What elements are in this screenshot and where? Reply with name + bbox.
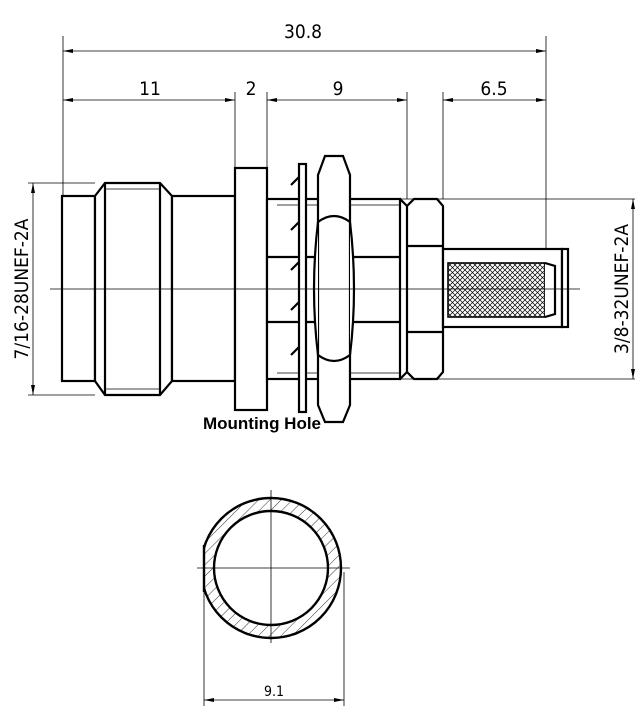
dim-overall-length: 30.8 — [284, 21, 322, 43]
connector-body — [50, 154, 580, 424]
cable-braid — [447, 262, 546, 318]
dimension-lines — [31, 49, 635, 395]
lock-washer — [297, 162, 308, 414]
mounting-hole — [197, 490, 350, 706]
left-thread-label: 7/16-28UNEF-2A — [11, 218, 33, 359]
dim-segment-3: 9 — [333, 78, 344, 100]
dim-segment-2: 2 — [246, 78, 257, 100]
section-title: Mounting Hole — [203, 414, 321, 433]
right-thread-label: 3/8-32UNEF-2A — [611, 224, 633, 354]
extension-lines — [28, 36, 635, 396]
dim-segment-4: 6.5 — [480, 78, 507, 100]
dim-segment-1: 11 — [139, 78, 161, 100]
dim-hole-width: 9.1 — [264, 684, 284, 700]
